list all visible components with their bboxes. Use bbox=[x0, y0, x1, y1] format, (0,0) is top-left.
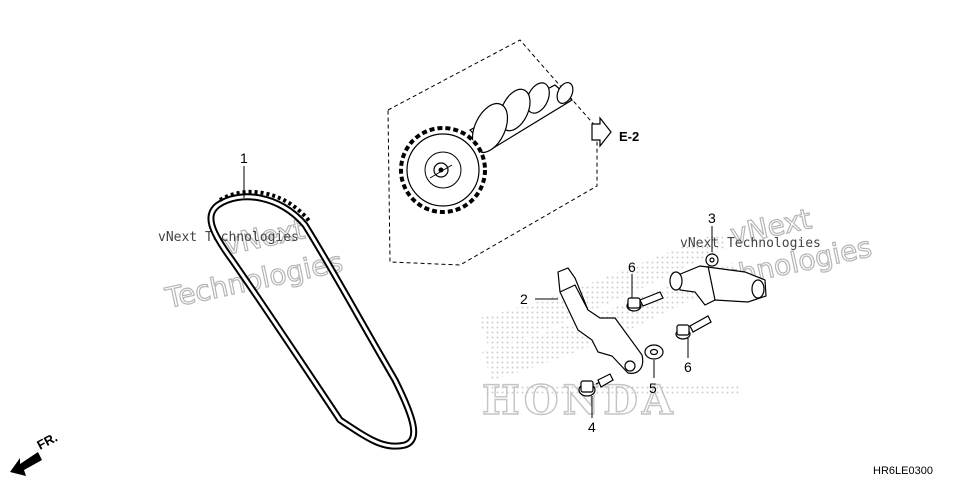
cam-sprocket bbox=[399, 126, 487, 214]
diagram-code: HR6LE0300 bbox=[873, 465, 933, 477]
callout-2: 2 bbox=[520, 291, 528, 307]
tensioner-arm bbox=[557, 267, 644, 374]
callout-3: 3 bbox=[708, 210, 716, 226]
bolt-4 bbox=[578, 373, 614, 397]
callout-6-top: 6 bbox=[628, 259, 636, 275]
callout-5: 5 bbox=[649, 380, 657, 396]
front-arrow-icon bbox=[10, 452, 42, 476]
tensioner-lifter bbox=[669, 253, 767, 306]
brand-watermark: HONDA bbox=[482, 377, 677, 424]
front-label: FR. bbox=[34, 430, 60, 453]
wing-logo-background bbox=[478, 232, 740, 395]
bolt-6-right bbox=[675, 315, 712, 340]
washer-5 bbox=[644, 344, 664, 360]
camshaft-box bbox=[387, 39, 598, 266]
watermark-small-left: vNext Technologies bbox=[158, 230, 299, 245]
bolt-6-top bbox=[626, 291, 664, 312]
reference-arrow-icon bbox=[591, 116, 612, 148]
leader-lines bbox=[243, 166, 713, 418]
reference-label: E-2 bbox=[619, 129, 639, 144]
watermark-small-right: vNext Technologies bbox=[680, 236, 821, 251]
callout-4: 4 bbox=[588, 419, 596, 435]
watermark-big-left: vNext Technologies bbox=[161, 212, 346, 316]
camshaft-assembly bbox=[469, 82, 574, 154]
cam-chain bbox=[207, 189, 418, 450]
callout-1: 1 bbox=[240, 150, 248, 166]
callout-6-right: 6 bbox=[684, 359, 692, 375]
